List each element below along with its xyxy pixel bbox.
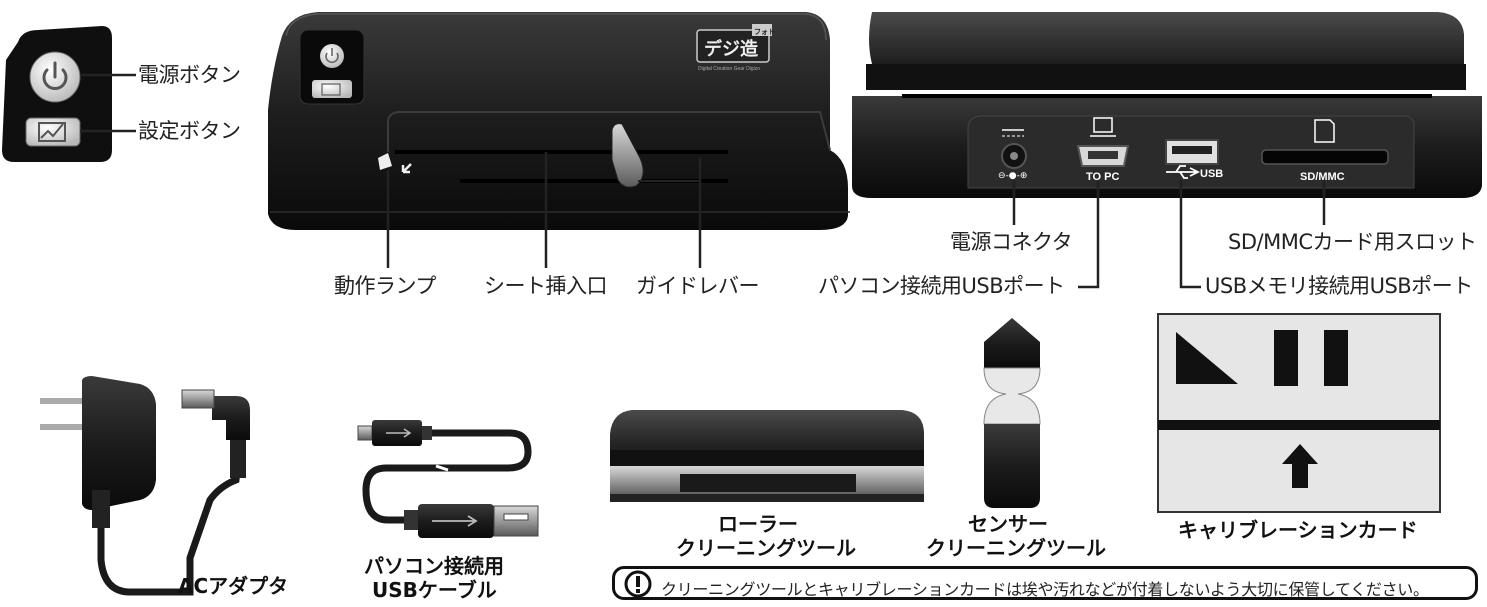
roller-tool-label-2: クリーニングツール — [676, 536, 856, 560]
caution-note: クリーニングツールとキャリブレーションカードは埃や汚れなどが付着しないよう大切に… — [612, 566, 1478, 600]
usb-icon — [1166, 165, 1201, 179]
status-lamp — [378, 153, 392, 170]
roller-cleaning-tool — [610, 410, 924, 502]
ac-adapter-label: ACアダプタ — [178, 574, 289, 598]
pc-usb-port-label: パソコン接続用USBポート — [818, 274, 1065, 298]
sensor-tool-label-2: クリーニングツール — [926, 536, 1106, 560]
dc-connector-label: 電源コネクタ — [950, 230, 1073, 254]
button-panel — [2, 26, 136, 162]
calibration-card-label: キャリブレーションカード — [1178, 518, 1418, 542]
sensor-tool-label-1: センサー — [968, 512, 1048, 536]
logo-box — [696, 29, 770, 63]
caution-note-text: クリーニングツールとキャリブレーションカードは埃や汚れなどが付着しないよう大切に… — [661, 580, 1429, 599]
logo-text: デジ造 — [704, 38, 758, 60]
usb-cable-label-2: USBケーブル — [372, 578, 497, 602]
sensor-cleaning-tool — [983, 318, 1041, 508]
ac-adapter — [40, 376, 250, 596]
sd-card-icon — [1314, 119, 1335, 143]
sd-slot-label: SD/MMCカード用スロット — [1228, 230, 1477, 254]
svg-text:⊖-●-⊕: ⊖-●-⊕ — [998, 171, 1027, 181]
slot-label: シート挿入口 — [484, 274, 608, 298]
scanner-front: デジ造 フォト Digital Creation Gear Digizo — [268, 12, 850, 268]
roller-tool-label-1: ローラー — [718, 512, 798, 536]
port-sdmmc-label: SD/MMC — [1300, 171, 1345, 183]
computer-icon — [1093, 117, 1113, 133]
usb-cable-label-1: パソコン接続用 — [364, 554, 504, 578]
usb-cable — [357, 420, 539, 538]
port-usb-label: USB — [1200, 168, 1224, 180]
power-button-label: 電源ボタン — [138, 63, 241, 87]
usb-memory-port-label: USBメモリ接続用USBポート — [1205, 274, 1473, 298]
settings-button-label: 設定ボタン — [138, 119, 241, 143]
exclamation-icon — [624, 570, 652, 598]
svg-text:フォト: フォト — [754, 28, 775, 36]
guide-lever — [611, 123, 644, 188]
lever-label: ガイドレバー — [636, 274, 760, 298]
calibration-card — [1157, 313, 1441, 513]
scanner-rear: ⊖-●-⊕ — [852, 12, 1482, 289]
port-topc-label: TO PC — [1086, 171, 1120, 183]
lamp-label: 動作ランプ — [334, 274, 436, 298]
svg-text:Digital Creation Gear Digizo: Digital Creation Gear Digizo — [698, 66, 760, 72]
